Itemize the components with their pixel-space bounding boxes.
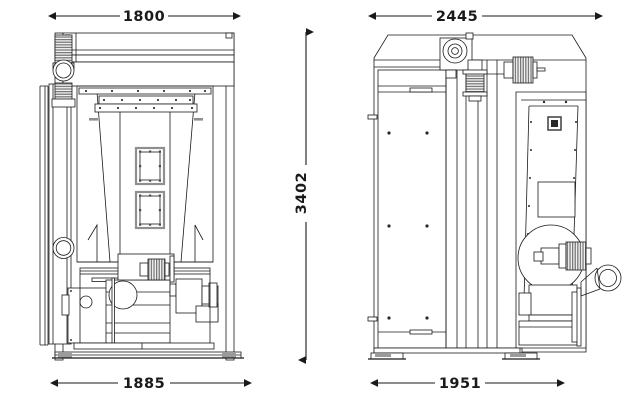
dimension-label-1800: 1800 (123, 9, 165, 25)
inspection-window-lower (134, 190, 166, 230)
side-view (367, 32, 622, 360)
dimension-side-width-top: 2445 (368, 9, 603, 25)
dimension-label-1951: 1951 (439, 376, 481, 392)
dimension-label-3402: 3402 (294, 172, 310, 214)
front-view (39, 32, 244, 361)
control-panel-icon (547, 116, 562, 131)
dimension-label-2445: 2445 (436, 9, 478, 25)
inspection-window-upper (134, 146, 166, 186)
dimension-front-width-bottom: 1885 (50, 376, 252, 392)
dimension-front-width-top: 1800 (48, 9, 241, 25)
dimension-label-1885: 1885 (123, 376, 165, 392)
dimension-height: 3402 (294, 28, 314, 364)
dimension-layer: 1800 1885 3402 2445 1951 (48, 9, 603, 392)
dimension-side-width-bottom: 1951 (370, 376, 565, 392)
